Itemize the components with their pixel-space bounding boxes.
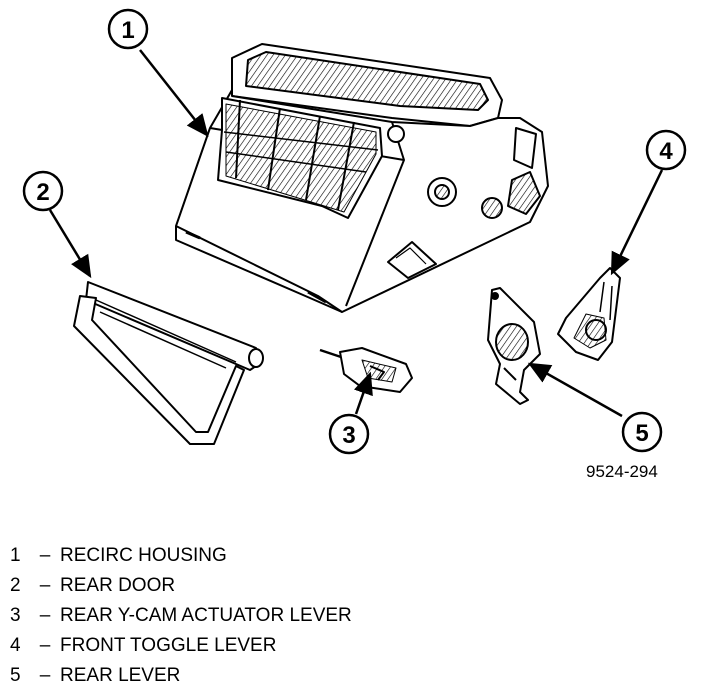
leader-line-3 bbox=[353, 371, 373, 415]
legend-item: 3–REAR Y-CAM ACTUATOR LEVER bbox=[10, 601, 352, 631]
legend-item-number: 2 bbox=[10, 575, 21, 596]
figure-id-label: 9524-294 bbox=[586, 462, 658, 481]
legend-item-separator: – bbox=[39, 635, 51, 656]
legend-item-number: 1 bbox=[10, 545, 21, 566]
leader-line-2 bbox=[48, 209, 92, 279]
exploded-parts-diagram: 1 2 3 4 5 bbox=[22, 8, 687, 455]
svg-text:2: 2 bbox=[36, 179, 49, 206]
legend-item: 5–REAR LEVER bbox=[10, 661, 352, 691]
svg-text:5: 5 bbox=[635, 420, 648, 447]
legend-item-separator: – bbox=[39, 605, 51, 626]
leader-line-5 bbox=[527, 362, 623, 418]
leader-line-1 bbox=[139, 49, 209, 137]
svg-text:1: 1 bbox=[121, 17, 134, 44]
front-toggle-lever-part bbox=[557, 267, 621, 361]
callout-5: 5 bbox=[621, 411, 663, 453]
parts-legend: 1–RECIRC HOUSING 2–REAR DOOR 3–REAR Y-CA… bbox=[10, 541, 352, 691]
legend-item-separator: – bbox=[39, 545, 51, 566]
legend-item: 2–REAR DOOR bbox=[10, 571, 352, 601]
legend-item-label: REAR Y-CAM ACTUATOR LEVER bbox=[60, 605, 352, 626]
legend-item-separator: – bbox=[39, 575, 51, 596]
legend-item: 4–FRONT TOGGLE LEVER bbox=[10, 631, 352, 661]
legend-item-number: 5 bbox=[10, 665, 21, 686]
callout-4: 4 bbox=[645, 129, 687, 171]
legend-item-label: RECIRC HOUSING bbox=[60, 545, 227, 566]
legend-item-number: 4 bbox=[10, 635, 21, 656]
legend-item-label: REAR DOOR bbox=[60, 575, 176, 596]
legend-item-label: FRONT TOGGLE LEVER bbox=[60, 635, 277, 656]
leader-line-4 bbox=[610, 169, 664, 276]
legend-item-separator: – bbox=[39, 665, 51, 686]
callout-1: 1 bbox=[107, 8, 149, 50]
svg-text:3: 3 bbox=[342, 422, 355, 449]
rear-lever-part bbox=[487, 287, 541, 405]
svg-text:4: 4 bbox=[659, 138, 673, 165]
leader-lines bbox=[48, 49, 664, 418]
recirc-housing-part bbox=[175, 43, 549, 313]
callout-2: 2 bbox=[22, 170, 64, 212]
legend-item-number: 3 bbox=[10, 605, 21, 626]
legend-item: 1–RECIRC HOUSING bbox=[10, 541, 352, 571]
callout-3: 3 bbox=[328, 413, 370, 455]
legend-item-label: REAR LEVER bbox=[60, 665, 181, 686]
rear-door-part bbox=[73, 281, 264, 445]
